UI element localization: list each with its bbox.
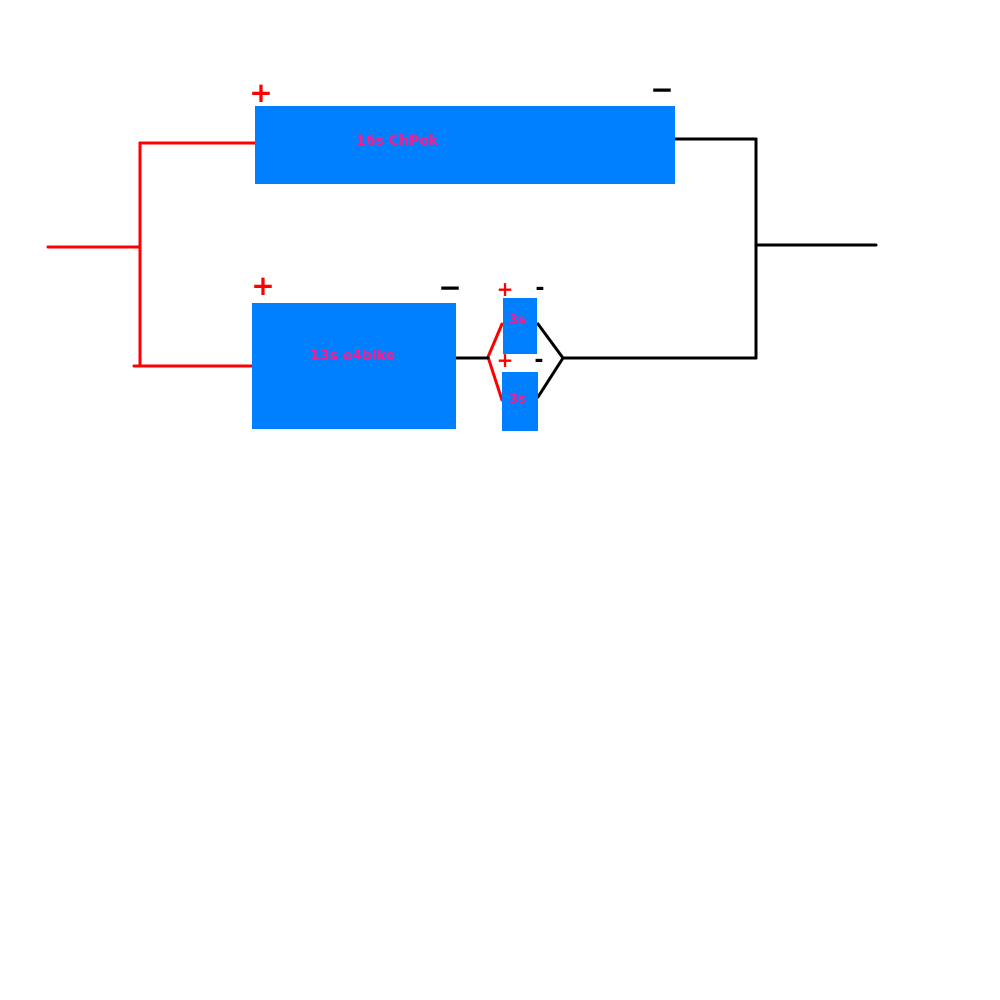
battery-top-plus-sign: + [249, 76, 272, 109]
battery-small-upper-label: 3s [509, 313, 526, 328]
battery-top-label: 16s ChPok [356, 133, 439, 149]
battery-bottom-label: 13s e4bike [310, 348, 395, 364]
battery-small-upper [503, 298, 537, 354]
battery-top [255, 106, 675, 184]
battery-bottom-minus-sign: − [438, 271, 461, 304]
battery-bottom-plus-sign: + [251, 269, 274, 302]
negative-wiring [454, 137, 878, 399]
battery-small-lower-plus-sign: + [497, 348, 514, 372]
battery-bottom [252, 303, 456, 429]
battery-small-lower-label: 3s [509, 392, 526, 407]
battery-small-upper-minus-sign: - [535, 276, 544, 301]
battery-top-minus-sign: − [650, 73, 673, 106]
battery-small-upper-plus-sign: + [497, 277, 514, 301]
battery-small-lower [502, 372, 538, 431]
battery-small-lower-minus-sign: - [534, 348, 543, 373]
